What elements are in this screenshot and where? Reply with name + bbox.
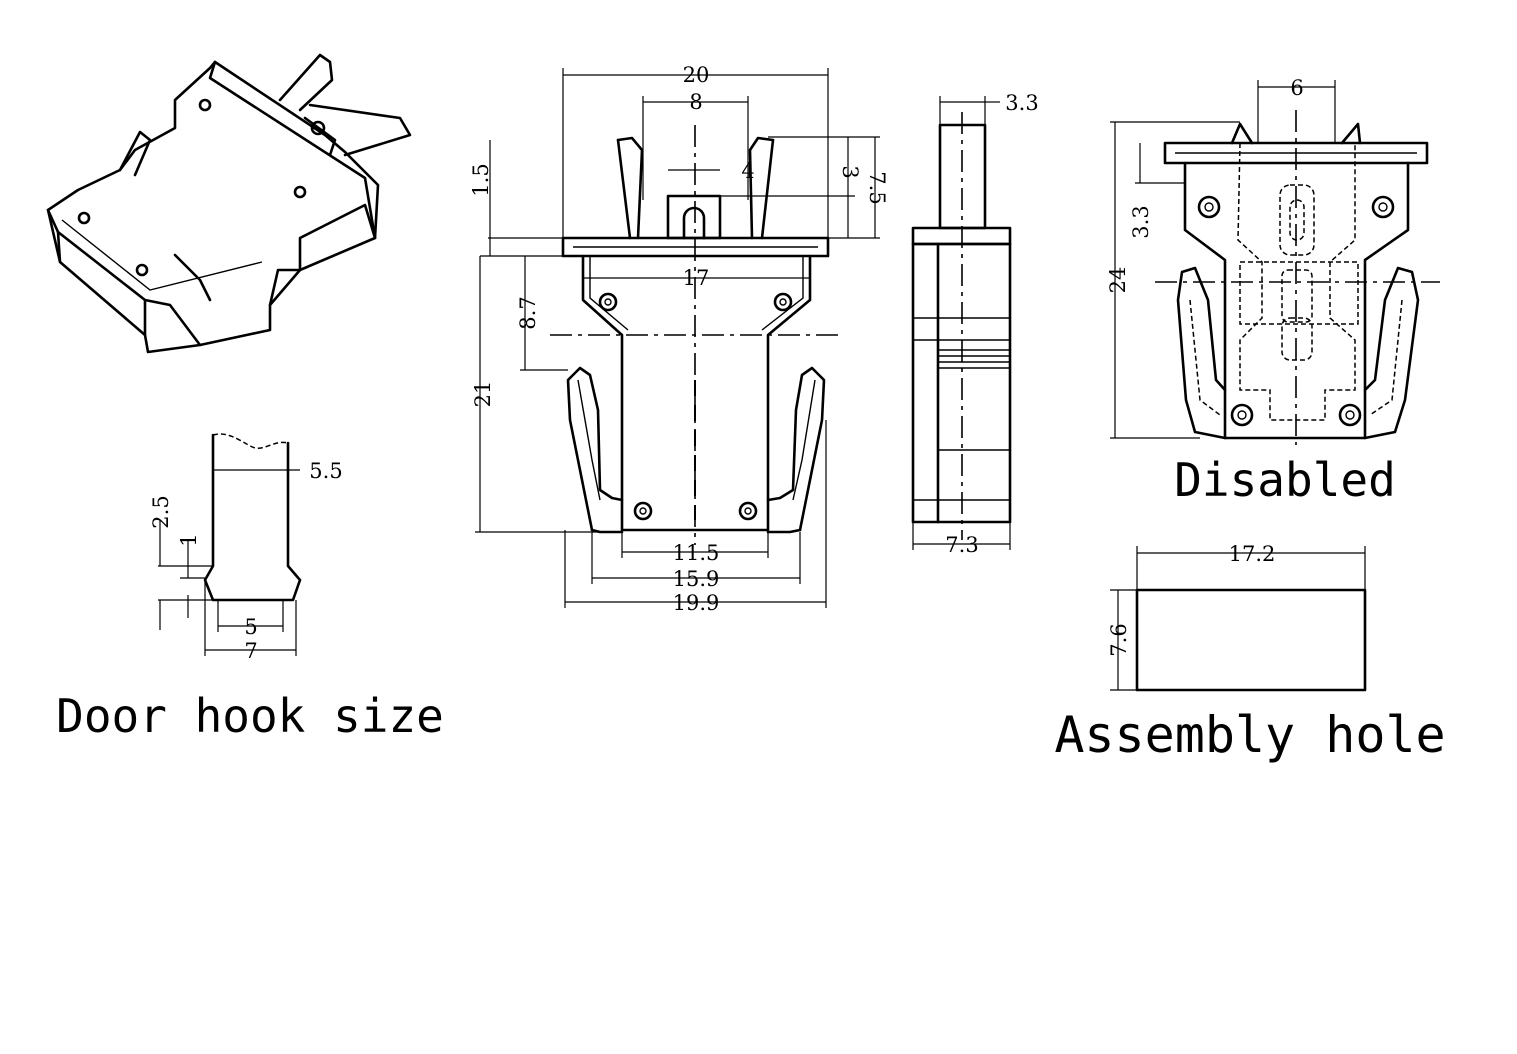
disabled-view: 6 3.3 24 Disabled xyxy=(1106,76,1440,507)
dim-8: 8 xyxy=(689,90,702,114)
dim-20: 20 xyxy=(683,63,710,87)
dim-21: 21 xyxy=(471,381,495,408)
dim-7-3: 7.3 xyxy=(945,533,978,557)
dim-15-9: 15.9 xyxy=(673,567,720,591)
dim-1-5: 1.5 xyxy=(469,163,493,196)
dim-5: 5 xyxy=(244,615,257,639)
dim-3: 3 xyxy=(838,165,862,178)
assembly-hole-view: 17.2 7.6 Assembly hole xyxy=(1054,542,1445,764)
dim-6: 6 xyxy=(1290,76,1303,100)
dim-3-3-back: 3.3 xyxy=(1129,205,1153,238)
caption-disabled: Disabled xyxy=(1174,453,1396,507)
caption-door-hook-size: Door hook size xyxy=(56,689,444,743)
dim-19-9: 19.9 xyxy=(673,591,720,615)
dim-8-7: 8.7 xyxy=(516,296,540,329)
caption-assembly-hole: Assembly hole xyxy=(1054,706,1445,764)
dim-7: 7 xyxy=(244,639,257,663)
dim-5-5: 5.5 xyxy=(309,459,342,483)
dim-3-3: 3.3 xyxy=(1005,91,1038,115)
dim-2-5: 2.5 xyxy=(149,495,173,528)
dim-4: 4 xyxy=(741,159,754,183)
dim-7-5: 7.5 xyxy=(865,171,889,204)
dim-11-5: 11.5 xyxy=(673,541,720,565)
front-view: 20 8 4 3 7.5 1.5 17 8.7 21 11.5 15.9 19.… xyxy=(469,63,889,615)
side-view: 3.3 7.3 xyxy=(911,91,1039,557)
dim-17: 17 xyxy=(683,266,710,290)
door-hook-view: 5.5 2.5 1 5 7 Door hook size xyxy=(56,433,444,743)
dim-17-2: 17.2 xyxy=(1229,542,1276,566)
isometric-view xyxy=(46,53,412,354)
dim-7-6: 7.6 xyxy=(1107,623,1131,656)
dim-24: 24 xyxy=(1106,267,1130,294)
dim-1: 1 xyxy=(177,533,201,546)
